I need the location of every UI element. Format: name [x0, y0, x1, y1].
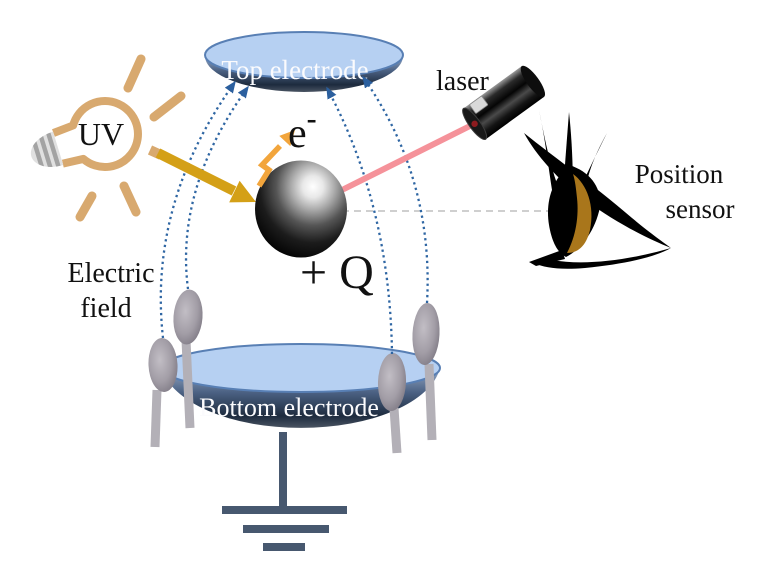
pin-stem — [389, 407, 402, 454]
field-line-inner-left — [184, 85, 249, 290]
bulb-glass — [52, 97, 142, 171]
pin-head — [173, 289, 203, 345]
electron-label-base: e — [288, 111, 307, 157]
uv-ray — [123, 54, 146, 93]
ground-bar-short — [263, 543, 305, 551]
uv-arrowhead — [229, 180, 256, 203]
bottom-electrode: Bottom electrode — [161, 343, 441, 428]
electrode-pin — [412, 303, 440, 441]
electron-label: e- — [288, 102, 317, 157]
bottom-electrode-label: Bottom electrode — [199, 393, 379, 422]
uv-lamp-icon: UV — [30, 54, 186, 222]
lower-eyelid — [534, 248, 671, 269]
electric-field-label-line2: field — [80, 293, 131, 324]
electrode-pin — [148, 338, 178, 448]
electric-field-label-line1: Electric — [67, 258, 154, 289]
bolt-arrowhead — [279, 130, 295, 147]
uv-rays — [75, 54, 186, 222]
electrode-pins — [148, 289, 440, 454]
field-line-outer-left — [159, 80, 236, 339]
laser-body — [463, 66, 545, 140]
uv-ray — [119, 181, 141, 217]
eye-icon — [524, 110, 671, 269]
pin-stem — [150, 389, 162, 448]
laser-beam — [341, 123, 473, 192]
position-sensor-label-line2: sensor — [666, 194, 735, 224]
ground-bar-long — [222, 506, 347, 514]
electrode-pin — [173, 289, 203, 429]
uv-label: UV — [78, 116, 124, 152]
bolt-zigzag — [256, 144, 282, 188]
light-bulb-icon — [30, 97, 142, 174]
laser-aperture — [471, 120, 478, 128]
uv-ray — [149, 91, 186, 122]
ground-bar-mid — [243, 525, 329, 533]
pin-stem — [181, 339, 195, 429]
electrode-pin — [377, 353, 407, 454]
laser-label: laser — [436, 66, 490, 97]
laser-back-cap — [520, 65, 546, 98]
uv-arrow-shaft — [155, 148, 237, 196]
ground-symbol — [222, 432, 347, 551]
tear-duct-lash — [529, 250, 565, 266]
laser-button — [469, 95, 489, 114]
electric-field-lines — [159, 75, 429, 355]
top-electrode-label: Top electrode — [221, 55, 368, 85]
laser-pointer-icon — [462, 65, 546, 141]
field-line-outer-right — [362, 75, 429, 304]
electron-bolt-arrow — [256, 130, 295, 188]
pin-head — [412, 303, 440, 365]
top-electrode: Top electrode — [204, 31, 404, 92]
electron-label-superscript: - — [307, 102, 317, 135]
charged-particle-sphere — [255, 160, 347, 258]
pin-head — [148, 338, 178, 392]
pin-stem — [424, 363, 437, 441]
top-electrode-face — [204, 31, 404, 79]
uv-ray — [75, 191, 97, 222]
uv-arrow — [147, 145, 256, 203]
iris — [567, 174, 592, 253]
position-sensor-label-line1: Position — [635, 159, 724, 189]
bulb-thread — [45, 131, 62, 170]
charge-label: + Q — [300, 246, 374, 299]
pin-head — [377, 353, 407, 411]
ground-wire — [279, 432, 287, 508]
